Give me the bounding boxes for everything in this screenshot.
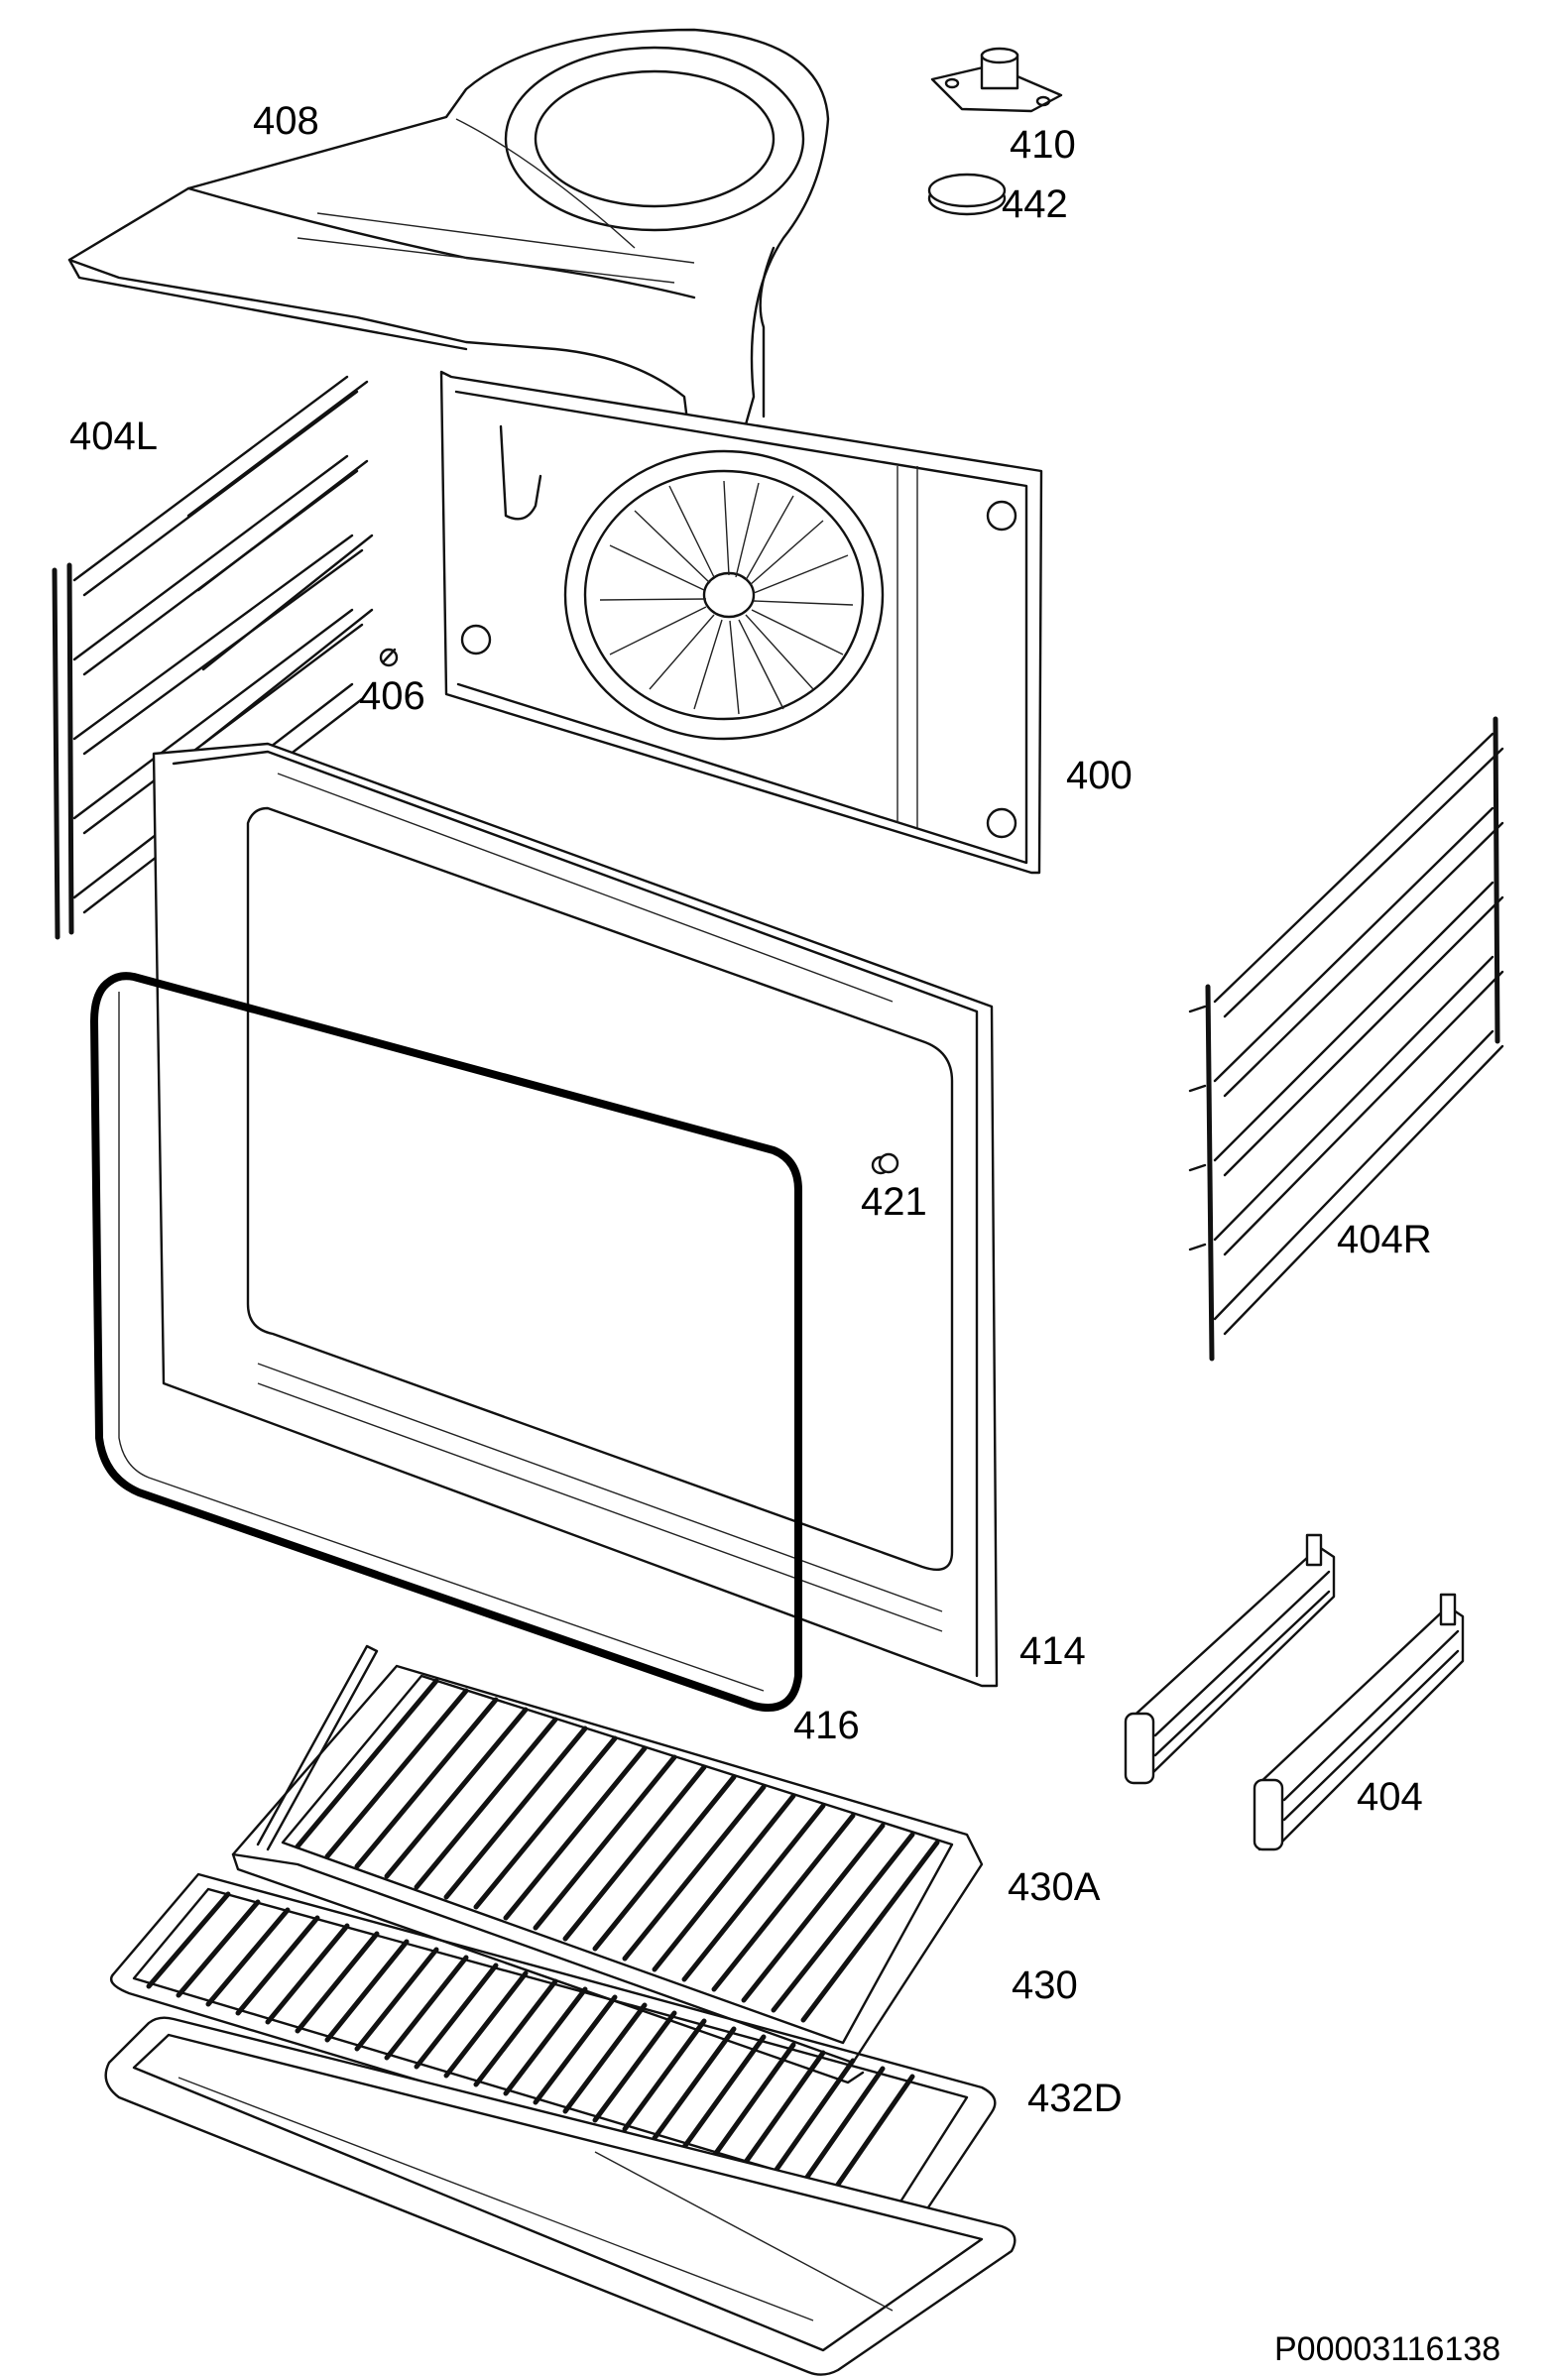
label-416: 416 — [793, 1704, 860, 1747]
label-404L: 404L — [69, 415, 158, 458]
label-421: 421 — [861, 1180, 927, 1224]
screw-421[interactable] — [878, 1152, 899, 1174]
label-406: 406 — [359, 674, 425, 718]
fan-cover-vents — [599, 480, 854, 715]
label-430: 430 — [1012, 1964, 1078, 2007]
right-shelf-support-404R[interactable] — [1188, 716, 1504, 1362]
label-404R: 404R — [1337, 1218, 1432, 1261]
baking-tray-432D[interactable] — [104, 2016, 1016, 2376]
label-408: 408 — [253, 99, 319, 143]
label-404: 404 — [1357, 1775, 1423, 1819]
label-430A: 430A — [1008, 1865, 1101, 1909]
document-code: P00003116138 — [1274, 2330, 1501, 2368]
grill-rack-430A[interactable] — [231, 1644, 984, 2084]
lamp-glass-442[interactable] — [927, 173, 1007, 216]
left-shelf-support-404L[interactable] — [52, 375, 374, 940]
oven-front-frame-414[interactable] — [152, 742, 999, 1688]
telescopic-runners-404[interactable] — [1124, 1533, 1465, 1851]
door-seal-gasket-416[interactable] — [90, 972, 802, 1712]
label-442: 442 — [1002, 182, 1068, 226]
cavity-back-panel-400[interactable] — [439, 370, 1043, 875]
label-410: 410 — [1010, 123, 1076, 167]
label-400: 400 — [1066, 754, 1133, 797]
label-414: 414 — [1019, 1629, 1086, 1673]
top-heat-shield-408[interactable] — [67, 28, 830, 478]
lamp-holder-410[interactable] — [930, 47, 1063, 113]
clip-406[interactable] — [379, 648, 399, 667]
label-432D: 432D — [1027, 2077, 1123, 2120]
